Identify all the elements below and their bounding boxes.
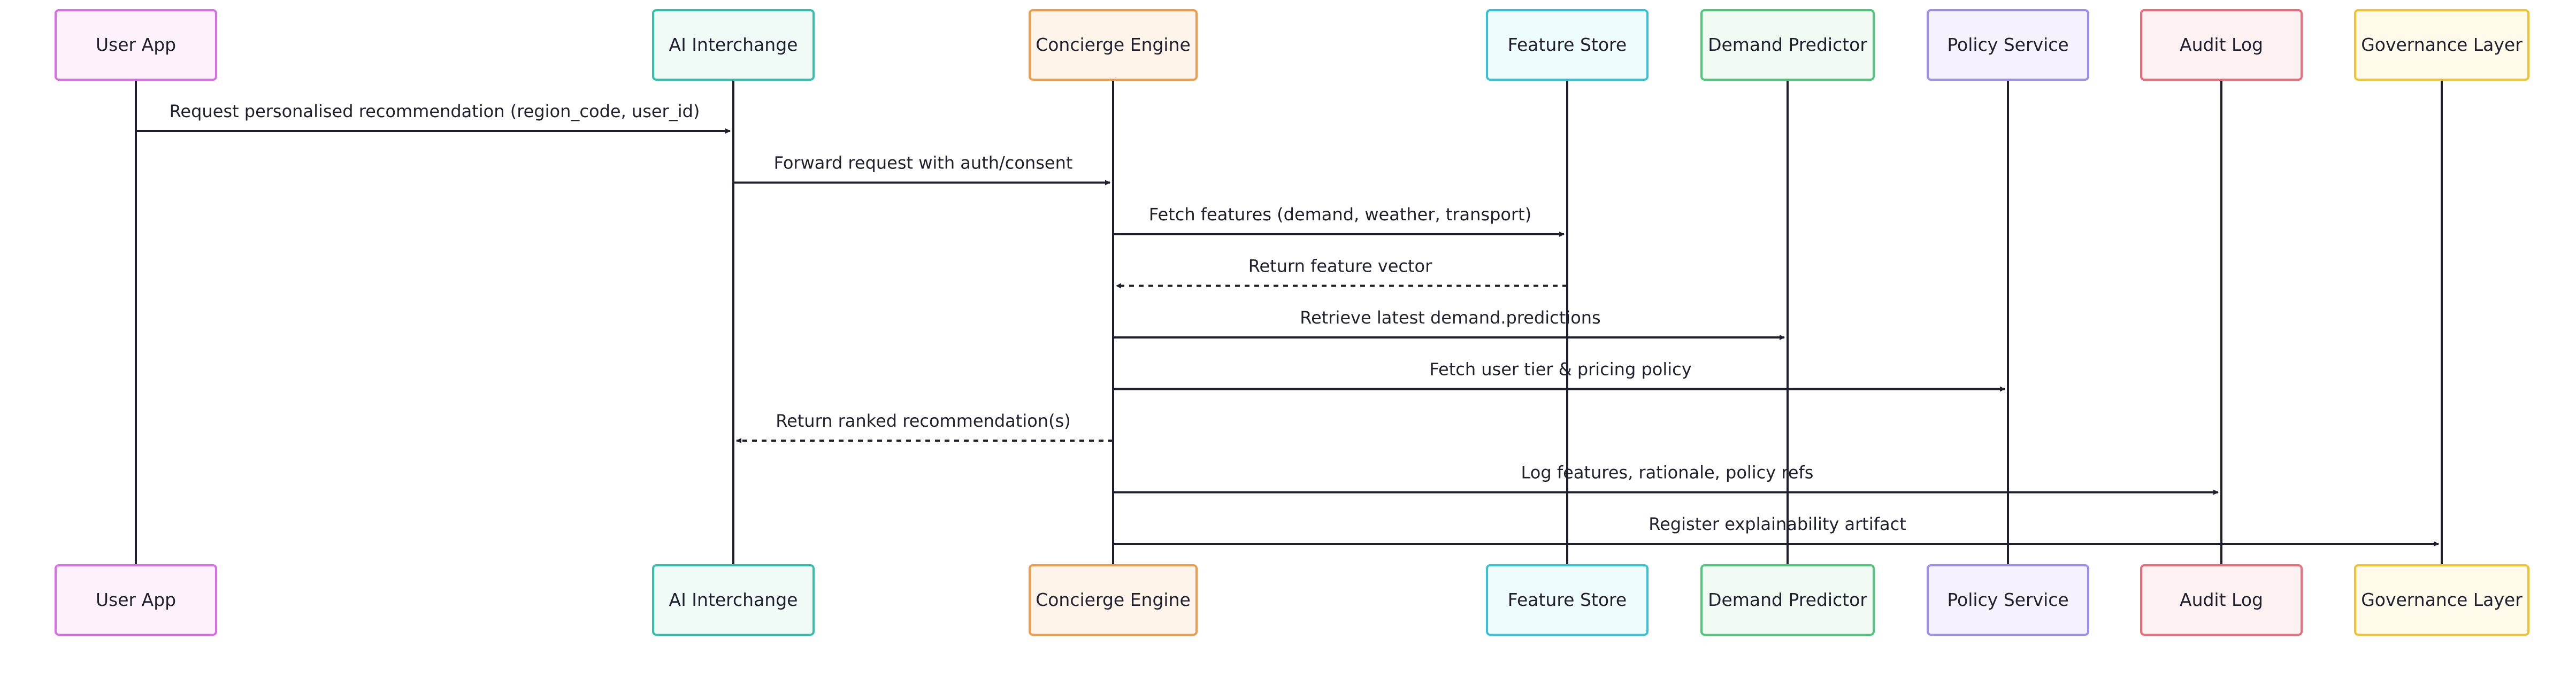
participant-label: Demand Predictor <box>1708 34 1867 55</box>
message-label: Fetch user tier & pricing policy <box>1429 359 1691 380</box>
participant-label: Governance Layer <box>2361 34 2523 55</box>
participant-box <box>1029 9 1198 81</box>
message-4: Return feature vector <box>1116 256 1567 289</box>
participant-box <box>2140 564 2303 636</box>
participant-box <box>652 9 815 81</box>
message-label: Return ranked recommendation(s) <box>776 411 1070 431</box>
messages: Request personalised recommendation (reg… <box>136 101 2439 547</box>
participant-label: Concierge Engine <box>1036 589 1191 610</box>
message-3: Fetch features (demand, weather, transpo… <box>1113 204 1565 237</box>
participant-box <box>1486 9 1649 81</box>
participant-label: AI Interchange <box>669 34 798 55</box>
message-6: Fetch user tier & pricing policy <box>1113 359 2005 392</box>
participant-concierge-engine-bottom: Concierge Engine <box>1029 564 1198 636</box>
participant-ai-interchange-bottom: AI Interchange <box>652 564 815 636</box>
participant-label: Audit Log <box>2180 589 2263 610</box>
participant-audit-log-bottom: Audit Log <box>2140 564 2303 636</box>
participant-box <box>1700 9 1875 81</box>
participant-box <box>652 564 815 636</box>
message-2: Forward request with auth/consent <box>733 153 1110 186</box>
participant-audit-log-top: Audit Log <box>2140 9 2303 81</box>
message-label: Log features, rationale, policy refs <box>1521 463 1814 483</box>
message-label: Register explainability artifact <box>1649 514 1906 534</box>
participant-label: Policy Service <box>1947 589 2068 610</box>
participant-governance-layer-bottom: Governance Layer <box>2354 564 2529 636</box>
message-8: Log features, rationale, policy refs <box>1113 463 2219 495</box>
message-9: Register explainability artifact <box>1113 514 2439 547</box>
participant-concierge-engine-top: Concierge Engine <box>1029 9 1198 81</box>
participant-governance-layer-top: Governance Layer <box>2354 9 2529 81</box>
participant-box <box>1927 9 2089 81</box>
message-1: Request personalised recommendation (reg… <box>136 101 731 134</box>
participant-box <box>2140 9 2303 81</box>
participant-box <box>2354 9 2529 81</box>
participant-box <box>1700 564 1875 636</box>
participant-label: Feature Store <box>1508 34 1627 55</box>
participant-demand-predictor-bottom: Demand Predictor <box>1700 564 1875 636</box>
participant-ai-interchange-top: AI Interchange <box>652 9 815 81</box>
participant-user-app-top: User App <box>55 9 217 81</box>
participant-label: Policy Service <box>1947 34 2068 55</box>
participant-label: User App <box>96 589 176 610</box>
participant-box <box>1029 564 1198 636</box>
participant-box <box>2354 564 2529 636</box>
participant-label: Demand Predictor <box>1708 589 1867 610</box>
participant-demand-predictor-top: Demand Predictor <box>1700 9 1875 81</box>
lifelines <box>135 80 2443 565</box>
participant-label: Audit Log <box>2180 34 2263 55</box>
message-label: Forward request with auth/consent <box>774 153 1073 173</box>
participant-box <box>55 564 217 636</box>
participant-label: Feature Store <box>1508 589 1627 610</box>
message-7: Return ranked recommendation(s) <box>736 411 1113 443</box>
participant-feature-store-bottom: Feature Store <box>1486 564 1649 636</box>
participant-label: Concierge Engine <box>1036 34 1191 55</box>
message-label: Request personalised recommendation (reg… <box>170 101 700 121</box>
message-label: Fetch features (demand, weather, transpo… <box>1149 204 1531 225</box>
participant-policy-service-top: Policy Service <box>1927 9 2089 81</box>
participant-box <box>1486 564 1649 636</box>
participant-label: AI Interchange <box>669 589 798 610</box>
participant-user-app-bottom: User App <box>55 564 217 636</box>
participant-feature-store-top: Feature Store <box>1486 9 1649 81</box>
message-5: Retrieve latest demand.predictions <box>1113 307 1785 340</box>
message-label: Retrieve latest demand.predictions <box>1300 307 1600 328</box>
participant-label: Governance Layer <box>2361 589 2523 610</box>
participant-policy-service-bottom: Policy Service <box>1927 564 2089 636</box>
participant-label: User App <box>96 34 176 55</box>
message-label: Return feature vector <box>1248 256 1432 276</box>
participant-box <box>1927 564 2089 636</box>
participant-box <box>55 9 217 81</box>
